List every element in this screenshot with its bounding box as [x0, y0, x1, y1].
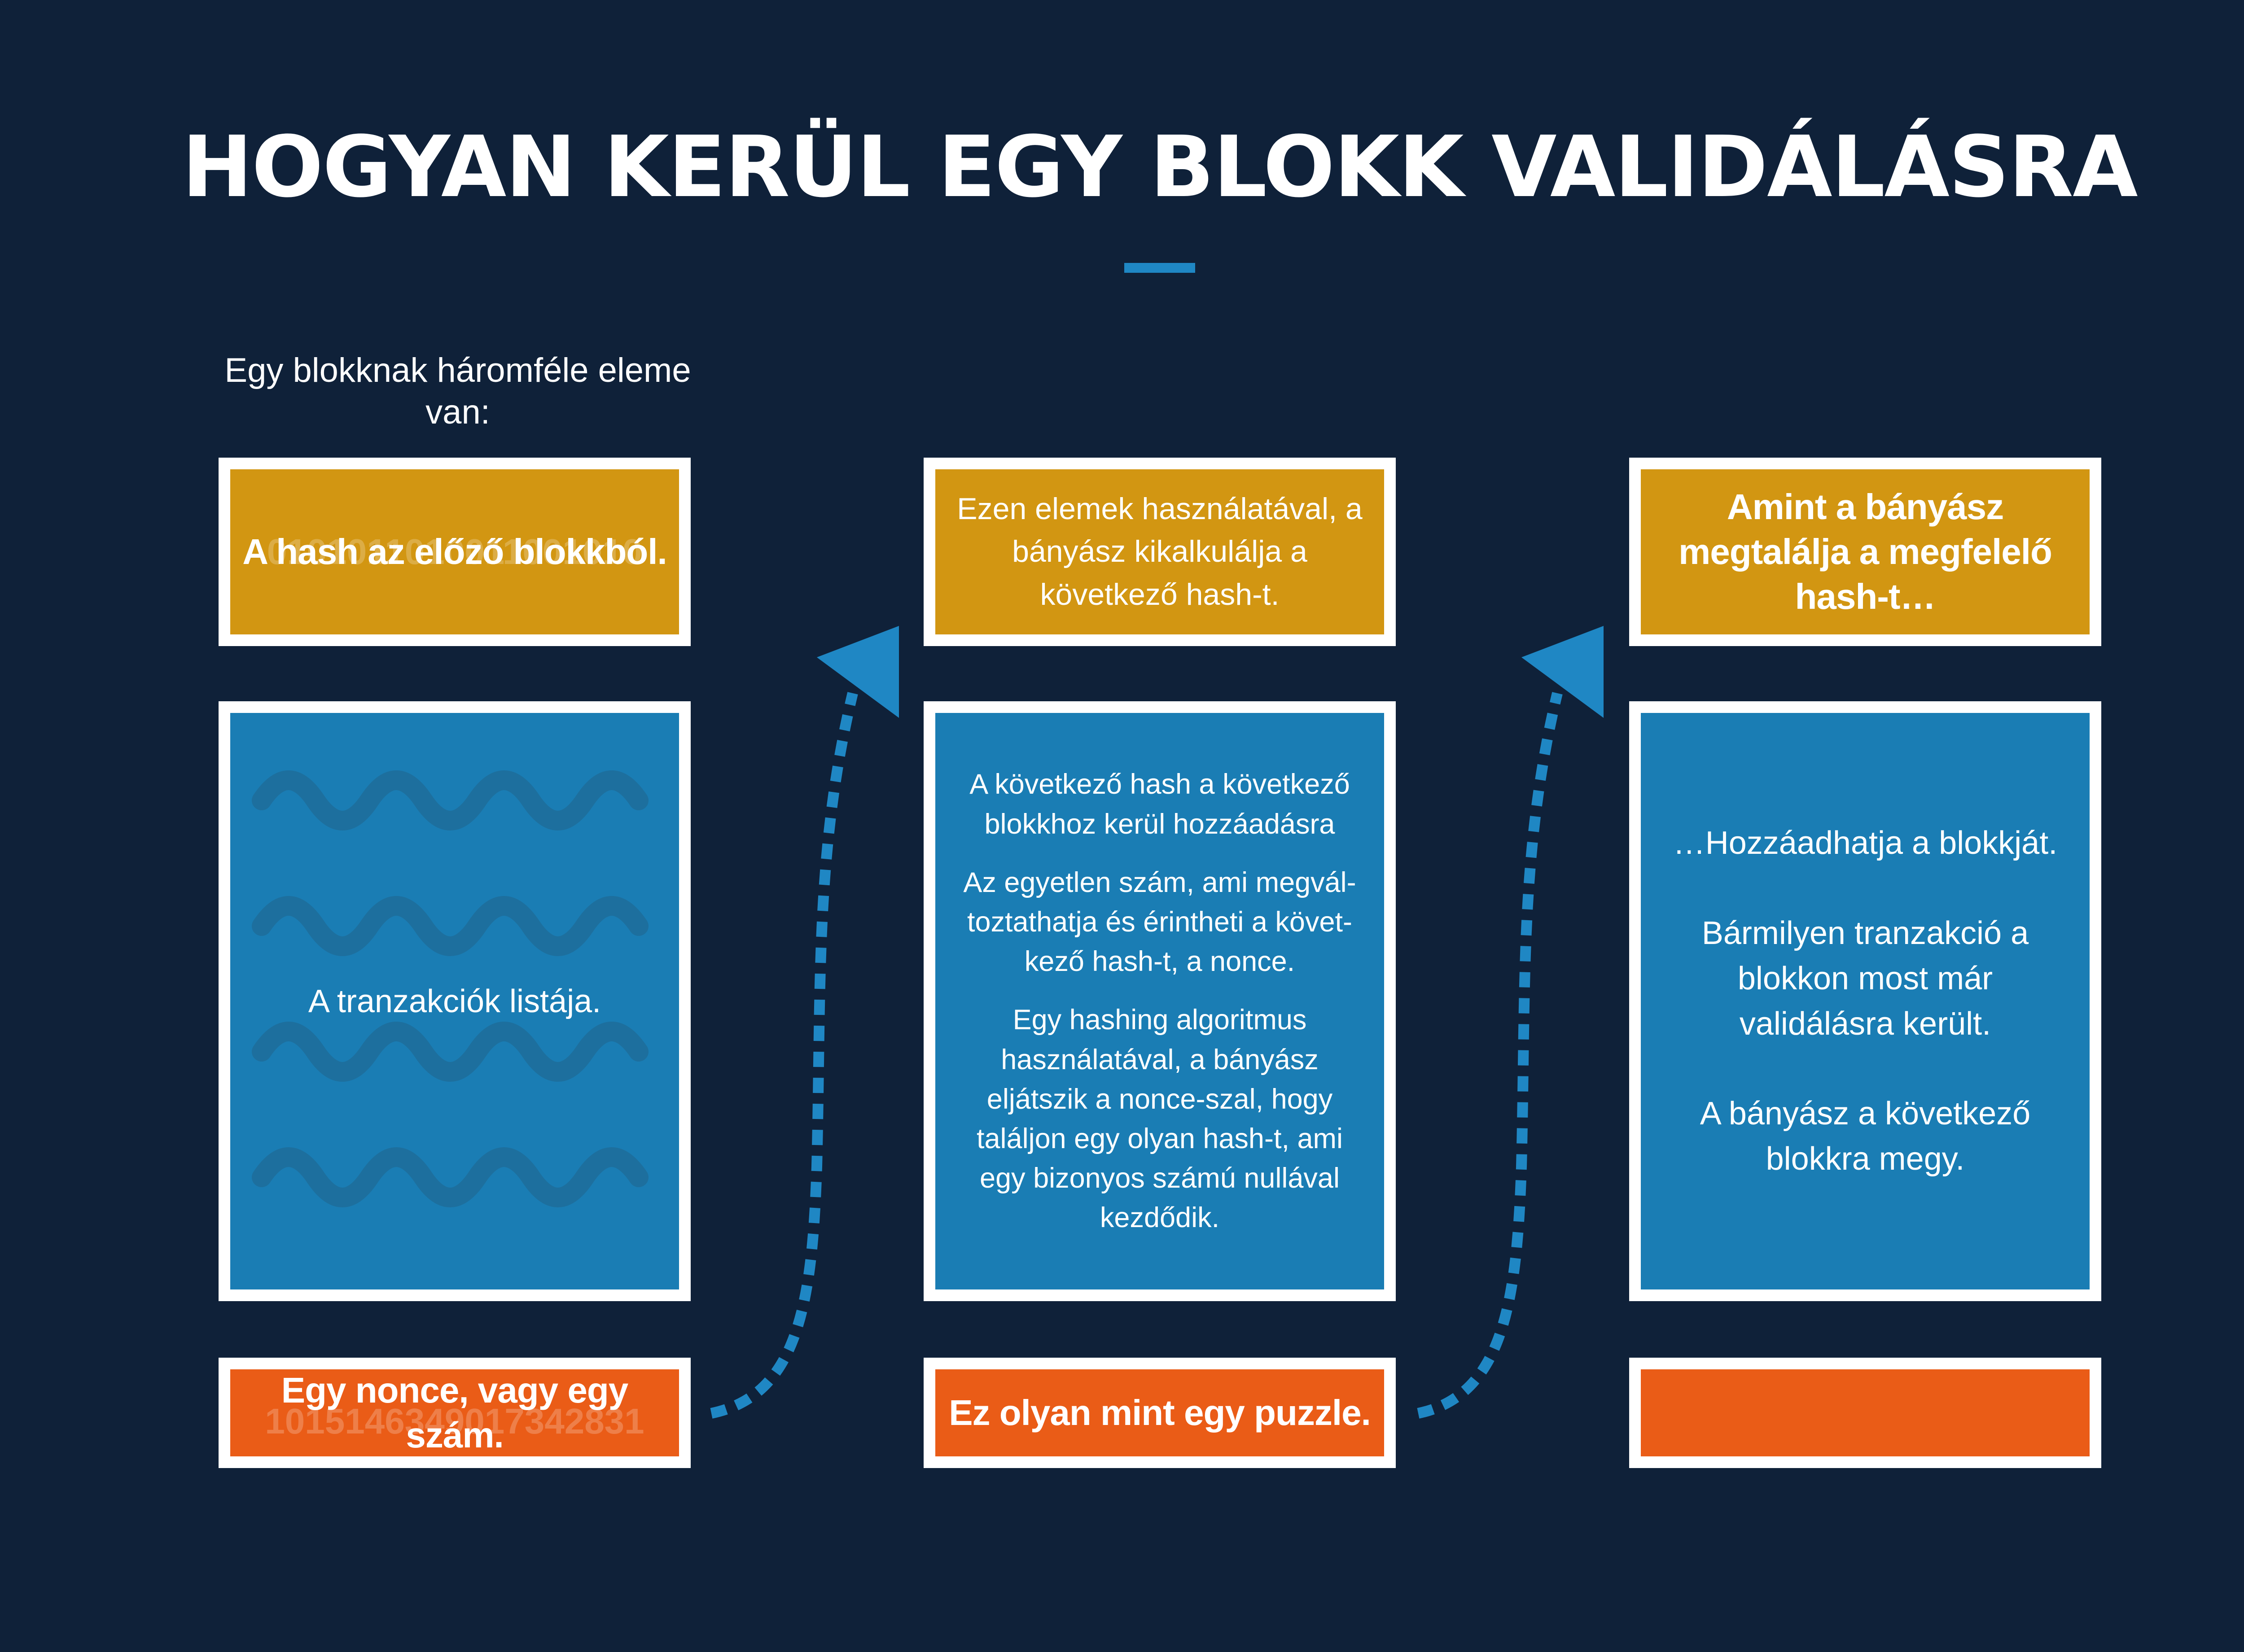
next-hash-text: A következő hash a következő blokkhoz ke…: [969, 769, 1350, 840]
hashing-algorithm-text: Egy hashing algoritmus használatával, a …: [977, 1004, 1343, 1234]
intro-text: Egy blokknak háromféle eleme van:: [224, 351, 691, 431]
title-underline: [1124, 263, 1195, 273]
nonce-label: Egy nonce, vagy egy szám.: [281, 1370, 628, 1455]
page-title: HOGYAN KERÜL EGY BLOKK VALIDÁLÁSRA: [182, 118, 2138, 216]
transactions-label: A tranzakciók listája.: [308, 983, 601, 1019]
found-hash-label: Amint a bányász megtalálja a megfelelő h…: [1679, 487, 2052, 616]
wave-pattern-icon: [252, 770, 649, 1207]
next-block-text: A bányász a következő blokkra megy.: [1700, 1096, 2031, 1177]
nonce-digits-watermark: 1015146349017342831: [265, 1401, 644, 1441]
found-hash-box: Amint a bányász megtalálja a megfelelő h…: [1629, 458, 2101, 646]
previous-hash-box: 0101011010011001010 A hash az előző blok…: [219, 458, 691, 646]
add-block-text: …Hozzáadhatja a blokkját.: [1673, 825, 2058, 861]
empty-orange-box: [1629, 1358, 2101, 1468]
calculate-hash-box: Ezen elemek használatával, a bányász kik…: [924, 458, 1396, 646]
nonce-explanation-text: Az egyetlen szám, ami megvál-toztathatja…: [963, 866, 1356, 978]
arrow-head-icon-2: [1521, 626, 1604, 718]
arrow-head-icon-1: [817, 626, 899, 718]
dotted-arrow-path-2: [1417, 692, 1563, 1419]
binary-digits-watermark: 0101011010011001010: [267, 532, 643, 572]
calculate-hash-text: Ezen elemek használatával, a bányász kik…: [957, 492, 1363, 612]
puzzle-label: Ez olyan mint egy puzzle.: [949, 1393, 1371, 1433]
puzzle-box: Ez olyan mint egy puzzle.: [924, 1358, 1396, 1468]
dotted-arrow-path-1: [710, 692, 858, 1419]
validated-text: Bármilyen tranzakció a blokkon most már …: [1701, 915, 2029, 1042]
hashing-explanation-box: A következő hash a következő blokkhoz ke…: [924, 701, 1396, 1301]
nonce-box: 1015146349017342831 Egy nonce, vagy egy …: [219, 1358, 691, 1468]
transactions-box: A tranzakciók listája.: [219, 701, 691, 1301]
block-added-box: …Hozzáadhatja a blokkját. Bármilyen tran…: [1629, 701, 2101, 1301]
previous-hash-label: A hash az előző blokkból.: [242, 532, 667, 572]
